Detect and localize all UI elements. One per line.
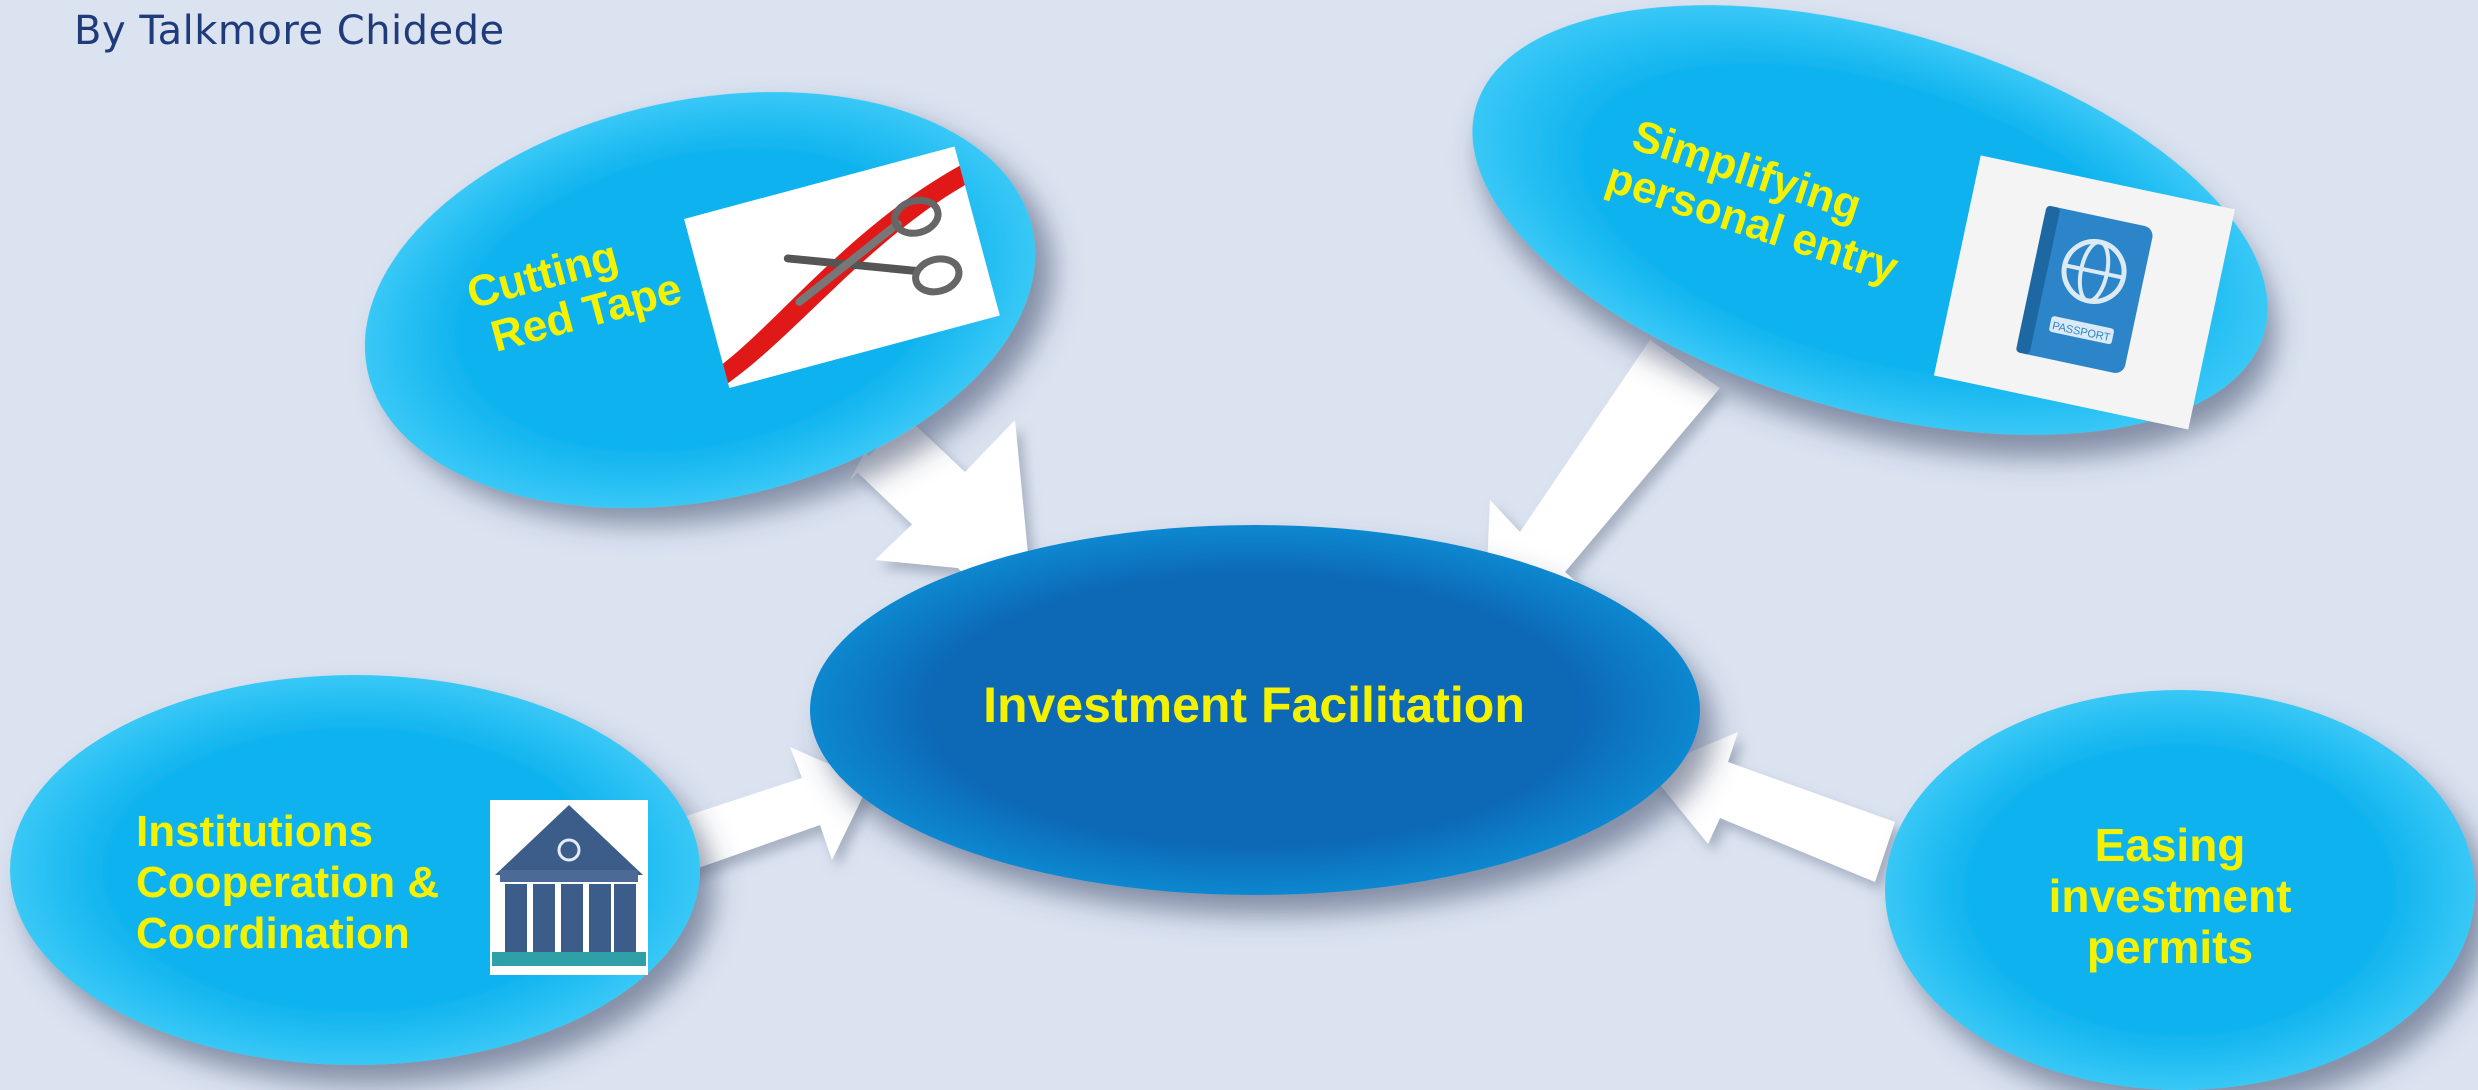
node-permits-label-line2: investment <box>2048 870 2292 922</box>
arrow-from-institutions <box>670 747 870 878</box>
node-center-label: Investment Facilitation <box>983 677 1525 733</box>
node-permits-label-line3: permits <box>2086 921 2254 973</box>
bank-building-icon <box>490 800 648 975</box>
author-credit: By Talkmore Chidede <box>74 8 505 54</box>
passport-icon: PASSPORT <box>1933 155 2236 430</box>
node-institutions-label: Institutions Cooperation & Coordination <box>136 806 496 959</box>
node-institutions-label-line1: Institutions <box>136 807 374 856</box>
arrow-from-permits <box>1648 732 1895 882</box>
arrow-from-personal-entry <box>1485 340 1720 612</box>
node-permits <box>1885 690 2475 1090</box>
node-permits-label-line1: Easing <box>2094 819 2246 871</box>
node-institutions-label-line2: Cooperation & <box>136 858 440 907</box>
scissors-cutting-ribbon-icon <box>684 146 1000 388</box>
node-institutions-label-line3: Coordination <box>136 909 410 958</box>
node-permits-label: Easing investment permits <box>2020 820 2320 973</box>
node-center <box>810 525 1700 895</box>
arrow-from-red-tape <box>850 420 1030 575</box>
